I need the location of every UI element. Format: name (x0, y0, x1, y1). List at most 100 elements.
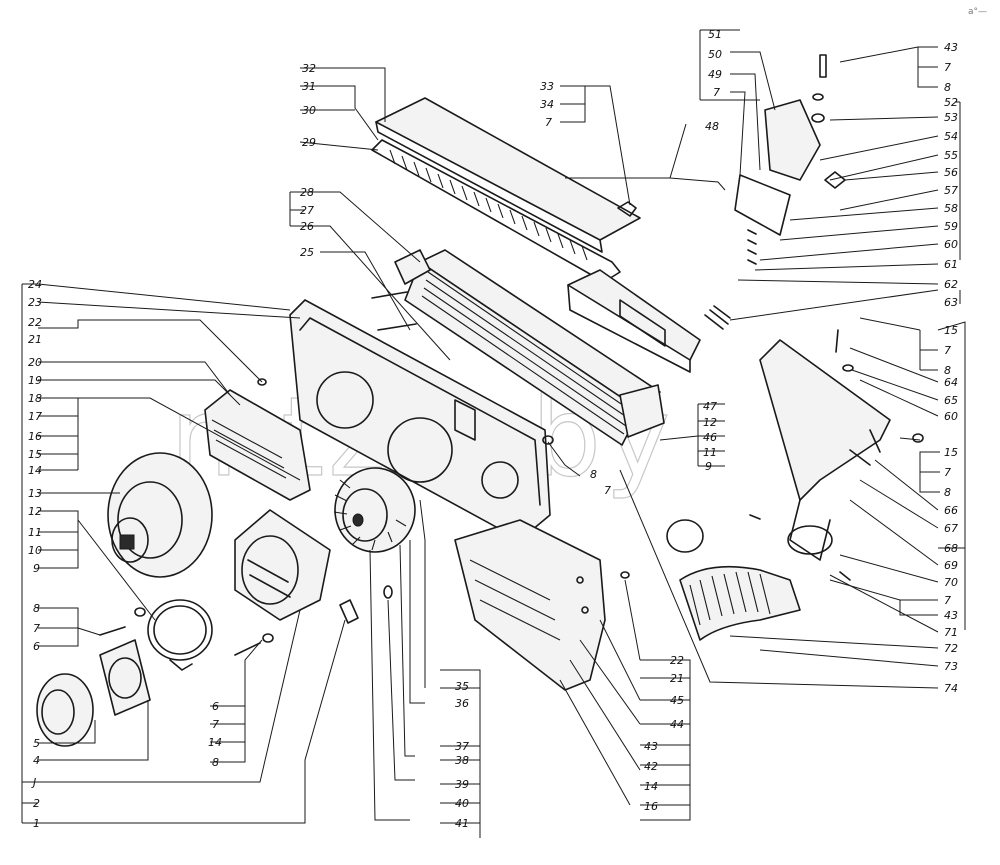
callout-30: 30 (302, 104, 316, 117)
fan-impeller (333, 467, 416, 553)
callout-29: 29 (302, 136, 316, 149)
callout-52: 52 (944, 96, 958, 109)
callout-44: 44 (670, 718, 684, 731)
corner-mark: а°— (968, 7, 987, 17)
callout-47: 47 (703, 400, 717, 413)
callout-7b: 7 (545, 116, 552, 129)
callout-7f: 7 (944, 61, 951, 74)
callout-69: 69 (944, 559, 958, 572)
right-funnel-duct (759, 339, 891, 561)
callout-15c: 15 (944, 446, 958, 459)
callout-16b: 16 (644, 800, 658, 813)
callout-7d: 7 (604, 484, 611, 497)
callout-57: 57 (944, 184, 958, 197)
callout-1: 1 (33, 817, 40, 830)
callout-22b: 22 (670, 654, 684, 667)
callout-22: 22 (28, 316, 42, 329)
callout-14b: 14 (208, 736, 222, 749)
callout-36: 36 (455, 697, 469, 710)
callout-46: 46 (703, 431, 717, 444)
callout-43b: 43 (944, 41, 958, 54)
callout-9: 9 (33, 562, 40, 575)
callout-8: 8 (33, 602, 40, 615)
callout-24: 24 (28, 278, 42, 291)
callout-54: 54 (944, 130, 958, 143)
motor-body (36, 639, 151, 747)
hardware-items (99, 329, 924, 656)
flexible-hose (666, 519, 801, 641)
callout-14: 14 (28, 464, 42, 477)
callout-40: 40 (455, 797, 469, 810)
callout-32: 32 (302, 62, 316, 75)
callout-60a: 60 (944, 238, 958, 251)
callout-28: 28 (300, 186, 314, 199)
callout-19: 19 (28, 374, 42, 387)
callout-73: 73 (944, 660, 958, 673)
callout-J: J (31, 776, 36, 789)
callout-11: 11 (28, 526, 42, 539)
callout-70: 70 (944, 576, 958, 589)
callout-7g: 7 (944, 344, 951, 357)
callout-27: 27 (300, 204, 314, 217)
callout-7i: 7 (944, 594, 951, 607)
callout-39: 39 (455, 778, 469, 791)
callout-50: 50 (708, 48, 722, 61)
callout-34: 34 (540, 98, 554, 111)
callout-45: 45 (670, 694, 684, 707)
callout-15: 15 (28, 448, 42, 461)
callout-74: 74 (944, 682, 958, 695)
callout-21: 21 (28, 333, 42, 346)
callout-8b: 8 (212, 756, 219, 769)
callout-17: 17 (28, 410, 42, 423)
callout-23: 23 (28, 296, 42, 309)
radiator-top-cover (371, 97, 641, 283)
callout-7: 7 (33, 622, 40, 635)
callout-55: 55 (944, 149, 958, 162)
callout-20: 20 (28, 356, 42, 369)
callout-8d: 8 (944, 81, 951, 94)
callout-7h: 7 (944, 466, 951, 479)
callout-64: 64 (944, 376, 958, 389)
bracket-assembly (734, 54, 846, 265)
callout-59: 59 (944, 220, 958, 233)
callout-60b: 60 (944, 410, 958, 423)
callout-9b: 9 (705, 460, 712, 473)
callout-7e: 7 (713, 86, 720, 99)
callout-41: 41 (455, 817, 469, 830)
callout-53: 53 (944, 111, 958, 124)
callout-18: 18 (28, 392, 42, 405)
callout-6b: 6 (212, 700, 219, 713)
callout-labels: 24 23 22 21 20 19 18 17 16 15 14 13 12 1… (28, 28, 958, 830)
callout-61: 61 (944, 258, 958, 271)
heater-housing (289, 299, 551, 541)
callout-10: 10 (28, 544, 42, 557)
callout-38: 38 (455, 754, 469, 767)
callout-67: 67 (944, 522, 958, 535)
callout-21b: 21 (670, 672, 684, 685)
callout-12: 12 (28, 505, 42, 518)
callout-42: 42 (644, 760, 658, 773)
callout-11b: 11 (703, 446, 717, 459)
callout-35: 35 (455, 680, 469, 693)
callout-43c: 43 (944, 609, 958, 622)
callout-2: 2 (33, 797, 40, 810)
callout-33: 33 (540, 80, 554, 93)
callout-16: 16 (28, 430, 42, 443)
callout-8e: 8 (944, 364, 951, 377)
callout-15b: 15 (944, 324, 958, 337)
callout-66: 66 (944, 504, 958, 517)
callout-31: 31 (302, 80, 316, 93)
callout-7c: 7 (212, 718, 219, 731)
callout-65: 65 (944, 394, 958, 407)
heater-radiator-core (371, 249, 665, 446)
clamp-ring (147, 599, 213, 671)
callout-49: 49 (708, 68, 722, 81)
callout-8f: 8 (944, 486, 951, 499)
left-air-duct (204, 389, 311, 501)
radiator-frame (567, 269, 731, 373)
callout-43a: 43 (644, 740, 658, 753)
callout-25: 25 (300, 246, 314, 259)
callout-37: 37 (455, 740, 469, 753)
callout-48: 48 (705, 120, 719, 133)
